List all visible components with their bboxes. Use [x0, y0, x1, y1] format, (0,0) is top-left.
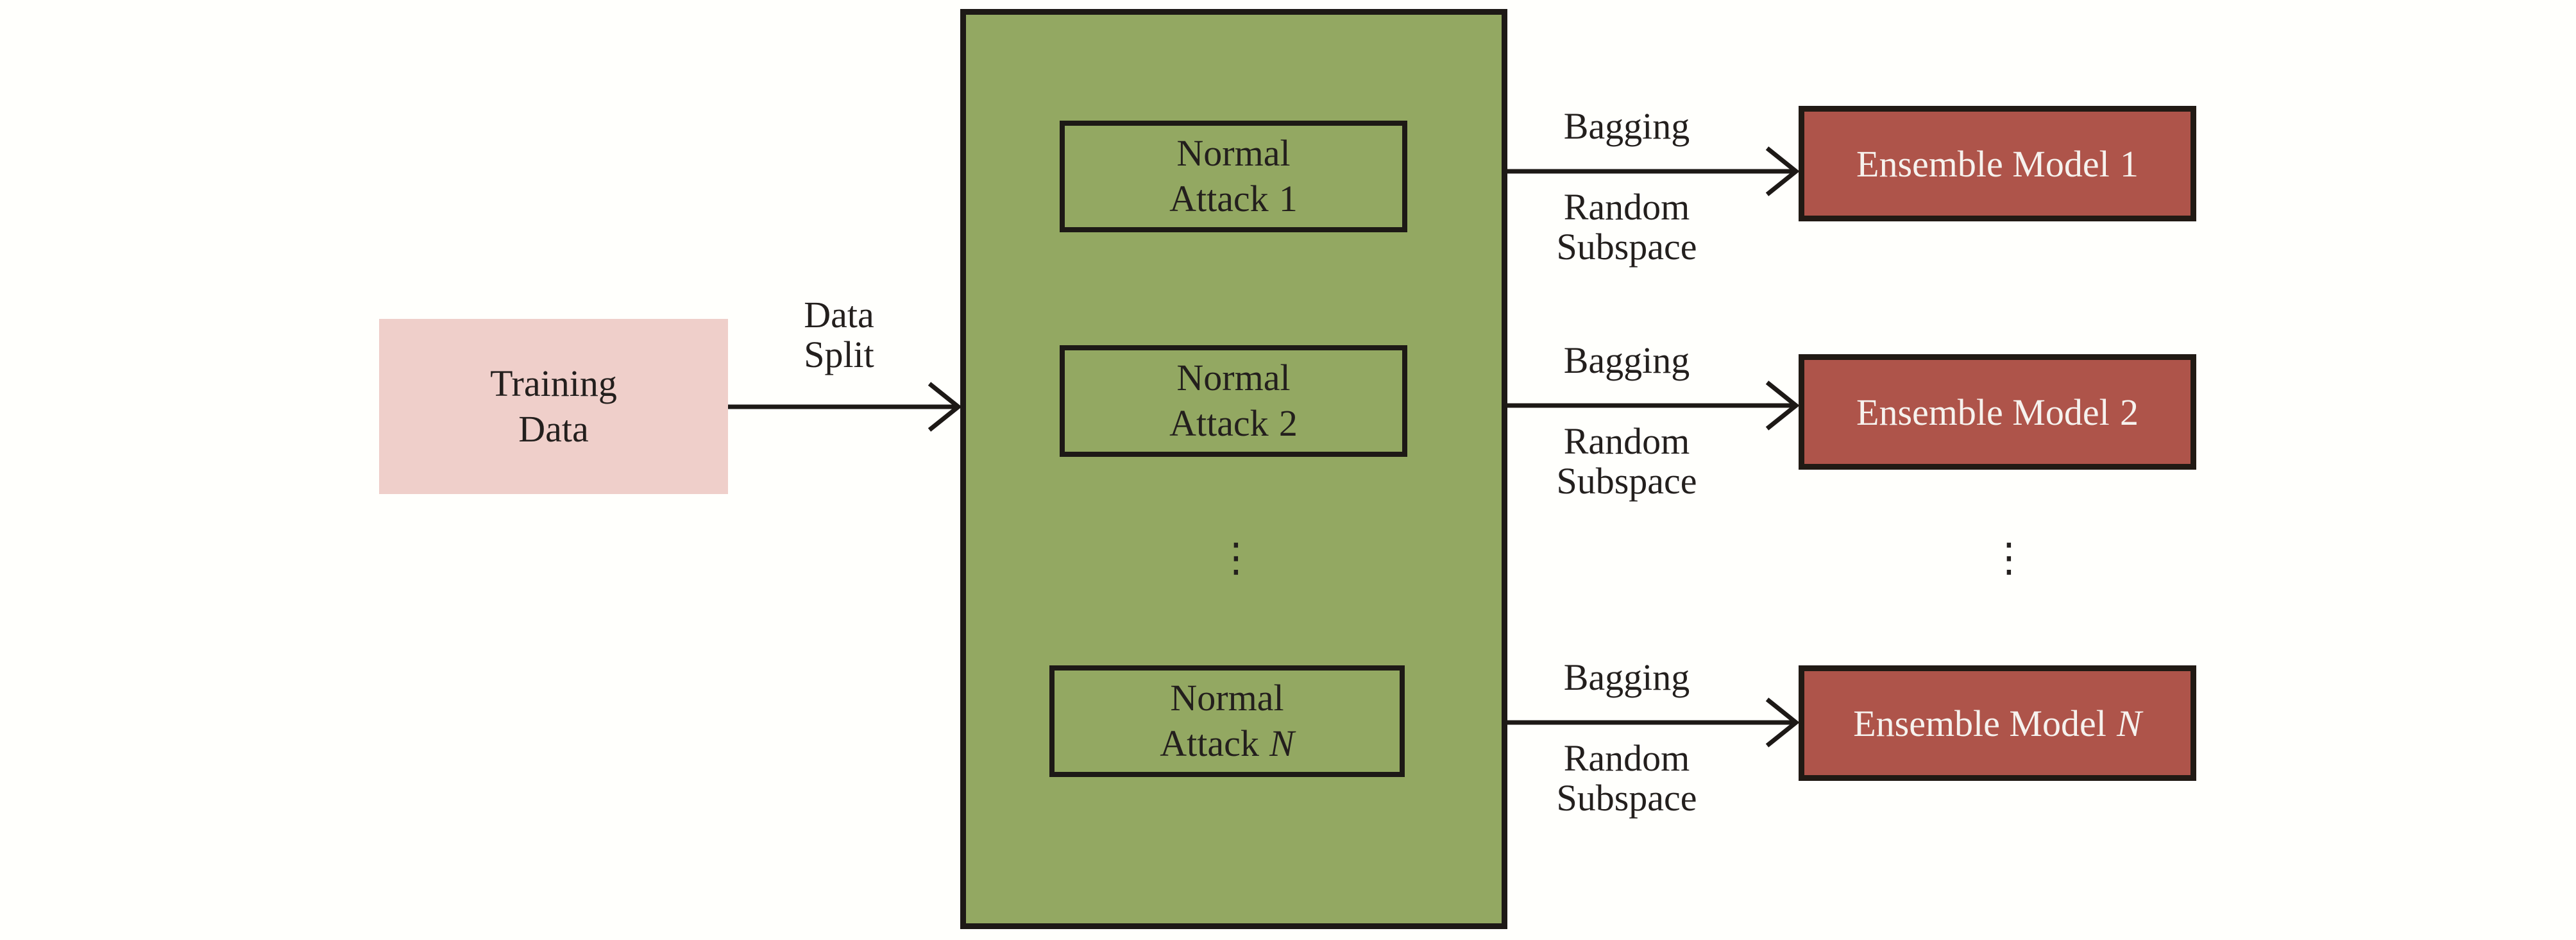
- bagging-label-1: Bagging: [1563, 105, 1690, 147]
- attack-1-line1: Normal: [1176, 132, 1291, 175]
- bagging-label-n: Bagging: [1563, 656, 1690, 698]
- ensemble-vertical-ellipsis: ⋮: [1989, 534, 2029, 581]
- data-split-arrow: [728, 382, 962, 432]
- attack-2-line1: Normal: [1176, 357, 1291, 399]
- data-split-label-line2: Split: [804, 334, 874, 376]
- training-data-box: Training Data: [379, 319, 728, 494]
- data-split-label: Data Split: [743, 295, 935, 375]
- training-data-label-line2: Data: [518, 407, 589, 450]
- training-data-label-line1: Training: [490, 362, 617, 404]
- bagging-label-2: Bagging: [1563, 339, 1690, 381]
- attack-n-line1: Normal: [1170, 677, 1284, 719]
- random-subspace-label-n: Random Subspace: [1556, 737, 1697, 819]
- attack-vertical-ellipsis: ⋮: [1216, 534, 1256, 581]
- data-split-label-line1: Data: [804, 294, 874, 336]
- random-subspace-label-2: Random Subspace: [1556, 420, 1697, 502]
- random-subspace-label-1: Random Subspace: [1556, 186, 1697, 268]
